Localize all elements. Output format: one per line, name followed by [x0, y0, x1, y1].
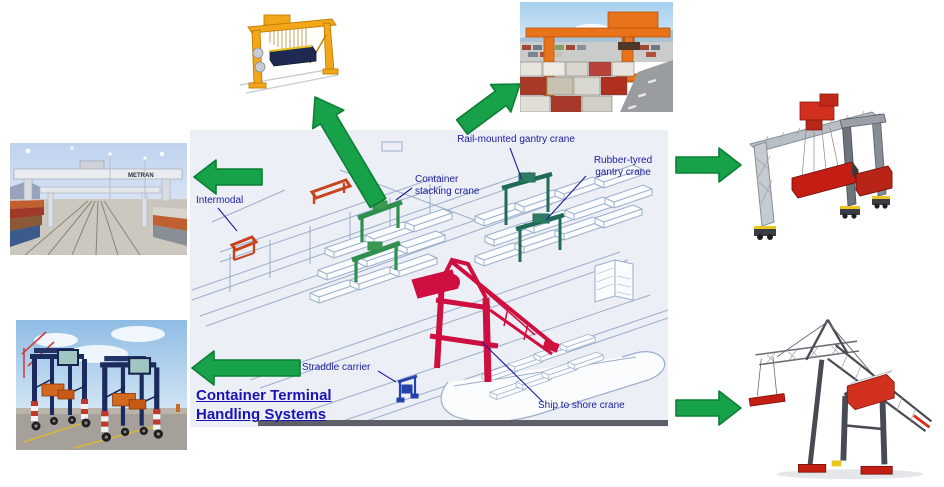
ship-to-shore-crane-drawing	[411, 257, 560, 383]
label-line: Rubber-tyred	[593, 155, 653, 166]
straddle-carriers-scene	[16, 320, 187, 450]
label-line: gantry crane	[595, 166, 651, 178]
ship-to-shore-crane-render	[736, 306, 940, 482]
rail-mounted-gantry-scene	[520, 2, 673, 112]
label-connectors	[217, 147, 587, 403]
title-line-1: Container Terminal	[196, 387, 332, 404]
label-line: stacking crane	[415, 185, 480, 197]
arrow-to-rail-mounted-photo	[455, 83, 521, 135]
straddle-carrier-drawing	[396, 374, 419, 403]
rubber-tyred-gantry-drawing	[749, 93, 893, 240]
label-line: Container	[415, 174, 459, 185]
rubber-tyred-gantry-render	[743, 86, 895, 242]
stacking-crane-render	[236, 5, 346, 98]
straddle-carriers-photo	[16, 320, 187, 450]
arrow-to-rubber-tyred-render	[675, 147, 742, 183]
label-rail-mounted-gantry-crane: Rail-mounted gantry crane	[457, 134, 575, 145]
terminal-diagram: Rail-mounted gantry crane Rubber-tyred g…	[190, 130, 668, 427]
crane-brand-text: METRAN	[128, 173, 154, 179]
label-straddle-carrier: Straddle carrier	[302, 362, 371, 373]
label-rubber-tyred-gantry-crane: Rubber-tyred gantry crane	[582, 155, 664, 178]
ship-drawing	[440, 259, 666, 423]
title-line-2: Handling Systems	[196, 406, 327, 423]
label-container-stacking-crane: Container stacking crane	[415, 174, 479, 197]
ship-to-shore-crane-drawing	[748, 319, 933, 480]
label-ship-to-shore-crane: Ship to shore crane	[538, 400, 625, 411]
rail-mounted-gantry-photo	[520, 2, 673, 112]
intermodal-yard-photo: METRAN	[10, 143, 187, 255]
rail-gantry-crane-drawing	[501, 171, 565, 262]
diagram-title: Container Terminal Handling Systems	[196, 386, 332, 424]
stacking-crane-drawing	[239, 14, 339, 94]
gantry-beam	[13, 168, 183, 180]
arrow-to-ship-to-shore-render	[675, 390, 742, 426]
intermodal-yard-scene: METRAN	[10, 143, 187, 255]
label-intermodal: Intermodal	[196, 195, 244, 206]
